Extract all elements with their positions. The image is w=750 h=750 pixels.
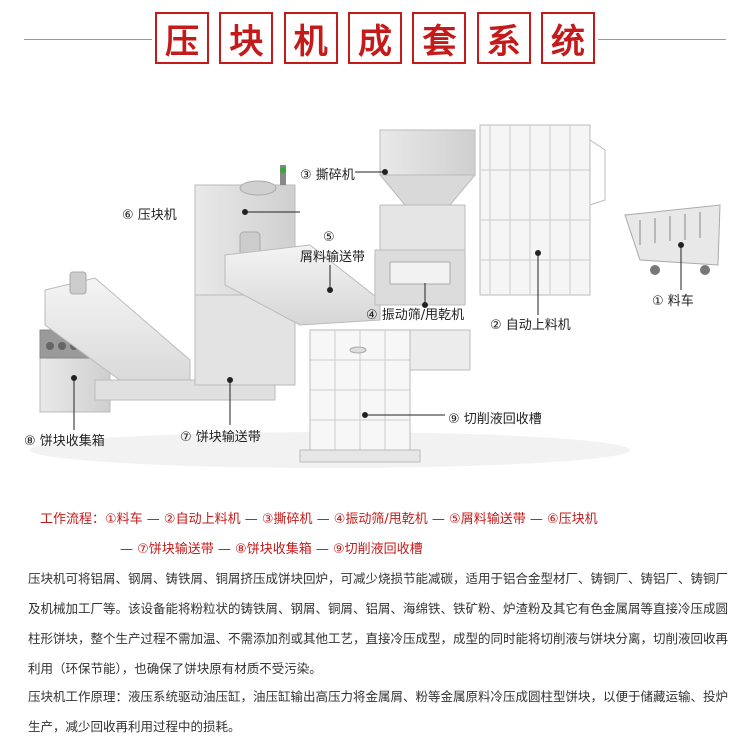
label-chip-conveyor-num: ⑤ — [323, 230, 335, 245]
cutting-fluid-tank — [299, 329, 471, 463]
title-char: 块 — [219, 12, 274, 64]
title-char: 成 — [347, 12, 402, 64]
shredder — [378, 129, 477, 261]
principle-paragraph: 压块机工作原理：液压系统驱动油压缸，油压缸输出高压力将金属屑、粉等金属原料冷压成… — [28, 689, 729, 734]
label-cake-conveyor: ⑦ 饼块输送带 — [180, 430, 261, 445]
label-vibrating-screen: ④ 振动筛/甩乾机 — [366, 308, 465, 323]
description-paragraph: 压块机可将铝屑、钢屑、铸铁屑、铜屑挤压成饼块回炉，可减少烧损节能减碳，适用于铝合… — [28, 571, 729, 676]
automatic-loader — [479, 124, 606, 296]
title-char: 机 — [283, 12, 338, 64]
label-shredder: ③ 撕碎机 — [300, 168, 355, 183]
vibrating-screen — [374, 249, 466, 306]
title-char: 压 — [155, 12, 209, 64]
chip-conveyor — [224, 244, 381, 326]
machine-illustration — [30, 124, 721, 468]
label-briquetting-machine: ⑥ 压块机 — [122, 208, 177, 223]
title-char: 统 — [540, 12, 595, 64]
machine-diagram: ⑥ 压块机 ③ 撕碎机 ⑤ 屑料输送带 ④ 振动筛/甩乾机 ② 自动上料机 ① … — [0, 100, 750, 490]
title-divider-right — [598, 39, 726, 40]
title-bar: 压 块 机 成 套 系 统 — [0, 12, 750, 68]
workflow-line-2: — ⑦饼块输送带 — ⑧饼块收集箱 — ⑨切削液回收槽 — [120, 542, 423, 557]
label-chip-conveyor: 屑料输送带 — [300, 250, 366, 265]
title-divider-left — [24, 39, 152, 40]
label-material-cart: ① 料车 — [652, 294, 694, 309]
page-title: 压 块 机 成 套 系 统 — [155, 12, 595, 68]
label-automatic-loader: ② 自动上料机 — [490, 318, 571, 333]
workflow-line-1: 工作流程：①料车 — ②自动上料机 — ③撕碎机 — ④振动筛/甩乾机 — ⑤屑… — [40, 512, 598, 527]
title-char: 系 — [476, 12, 531, 64]
material-cart — [624, 204, 721, 275]
label-cutting-fluid-tank: ⑨ 切削液回收槽 — [448, 412, 542, 427]
label-collection-box: ⑧ 饼块收集箱 — [24, 434, 105, 449]
title-char: 套 — [412, 12, 467, 64]
